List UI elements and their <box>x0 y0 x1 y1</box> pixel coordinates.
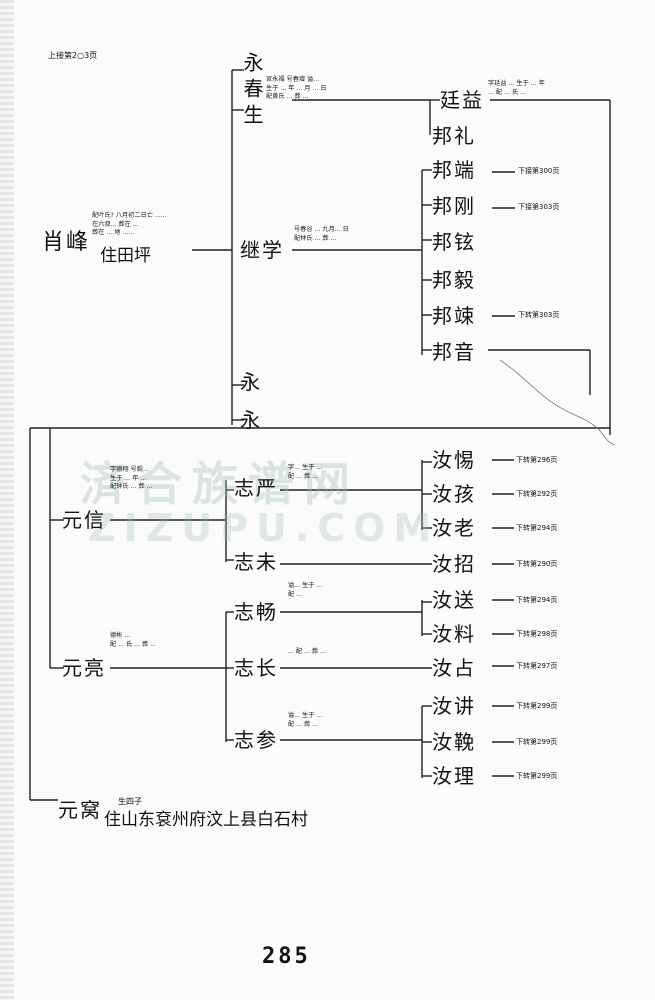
gen2-note-1: 官永福 号春增 谥... 生于 ... 年 ... 月 ... 日 配黄氏 ..… <box>266 76 327 100</box>
zhi-name-3: 志畅 <box>234 600 278 624</box>
gen2-name-2: 继学 <box>240 238 284 262</box>
ru-ref-4: 下转第290页 <box>516 560 558 568</box>
zhi-note-4: ... 配 ... 葬 ... <box>288 648 326 655</box>
gen3-note-1: 字廷益 ... 生于 ... 年 ... 配 ... 氏 ... <box>488 80 545 96</box>
zhi-name-4: 志长 <box>234 656 278 680</box>
ru-name-3: 汝老 <box>432 516 476 540</box>
zhi-note-3: 谥... 生于 ... 配 ... <box>288 582 323 598</box>
ru-ref-3: 下转第294页 <box>516 524 558 532</box>
page-number: 285 <box>262 944 311 969</box>
ru-ref-10: 下转第299页 <box>516 772 558 780</box>
watermark-en: ZIZUPU.COM <box>88 506 440 550</box>
gen2-name-1: 永春生 <box>240 52 264 130</box>
watermark-cn: 済合族谱网 <box>80 457 360 511</box>
ru-ref-1: 下转第296页 <box>516 456 558 464</box>
zhi-name-5: 志参 <box>234 728 278 752</box>
ru-ref-7: 下转第297页 <box>516 662 558 670</box>
gen3-name-1: 廷益 <box>440 88 484 112</box>
ru-ref-5: 下转第294页 <box>516 596 558 604</box>
yuan-note-1: 字德翔 号毅... 生于 ... 年 ... 配钟氏 ... 葬 ... <box>110 466 153 490</box>
ru-name-4: 汝招 <box>432 552 476 576</box>
ru-name-1: 汝惕 <box>432 448 476 472</box>
ru-ref-8: 下转第299页 <box>516 702 558 710</box>
ru-name-6: 汝料 <box>432 622 476 646</box>
gen2-name-4: 永 <box>240 408 262 432</box>
gen1-note: 配叶氏? 八月初二日亡 ...... 在六叔... 葬在 ... 葬在 ... … <box>92 212 167 236</box>
gen2-name-3: 永 <box>240 370 262 394</box>
yuan-note-2: 德彬 ... 配 ... 氏 ... 葬 ... <box>110 632 157 648</box>
gen3-name-4: 邦刚 <box>432 194 476 218</box>
zhi-note-1: 字... 生于 ... 配 ... 葬 ... <box>288 464 323 480</box>
gen2-note-2: 号春谷 ... 九月... 日 配林氏 ... 葬 ... <box>294 226 349 242</box>
yuan-name-3: 元窝 <box>58 798 102 822</box>
ru-name-10: 汝理 <box>432 764 476 788</box>
header-note: 上接第2○3页 <box>48 51 98 60</box>
yuan-note-3: 生四子 <box>118 797 142 806</box>
ru-name-9: 汝鞔 <box>432 730 476 754</box>
gen3-ref-3: 下接第300页 <box>518 167 560 175</box>
gen3-name-3: 邦端 <box>432 158 476 182</box>
ru-ref-2: 下转第292页 <box>516 490 558 498</box>
ru-name-5: 汝送 <box>432 588 476 612</box>
gen3-name-7: 邦竦 <box>432 304 476 328</box>
zhi-name-1: 志严 <box>234 476 278 500</box>
gen3-ref-4: 下接第303页 <box>518 203 560 211</box>
ru-ref-9: 下转第299页 <box>516 738 558 746</box>
gen1-name: 肖峰 <box>42 230 91 255</box>
gen3-name-6: 邦毅 <box>432 268 476 292</box>
gen3-name-2: 邦礼 <box>432 124 476 148</box>
yuan-name-1: 元信 <box>62 508 106 532</box>
gen3-ref-7: 下转第303页 <box>518 311 560 319</box>
yuan-name-2: 元亮 <box>62 656 106 680</box>
ru-ref-6: 下转第298页 <box>516 630 558 638</box>
page-edge <box>0 0 14 1000</box>
gen3-name-8: 邦音 <box>432 340 476 364</box>
zhi-name-2: 志未 <box>234 550 278 574</box>
gen3-name-5: 邦铉 <box>432 230 476 254</box>
gen1-residence: 住田坪 <box>100 246 151 266</box>
ru-name-7: 汝占 <box>432 656 476 680</box>
ru-name-8: 汝讲 <box>432 694 476 718</box>
yuan-residence-3: 住山东袞州府汶上县白石村 <box>104 810 308 830</box>
ru-name-2: 汝孩 <box>432 482 476 506</box>
zhi-note-5: 谥... 生于 ... 配 ... 葬 ... <box>288 712 323 728</box>
